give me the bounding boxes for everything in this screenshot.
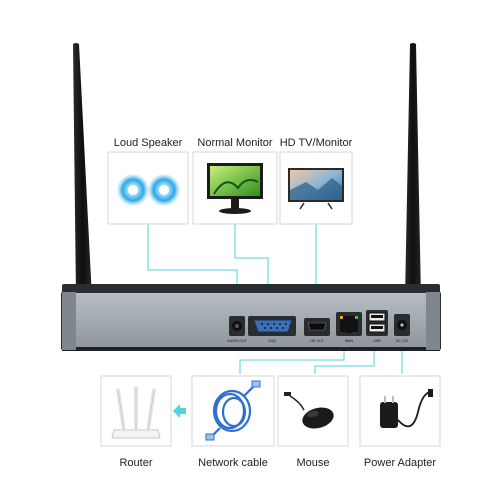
- network-cable-icon: [205, 380, 261, 441]
- label-router: Router: [119, 457, 153, 469]
- hdmi-port: [304, 318, 330, 336]
- arrow-left-icon: [173, 404, 186, 418]
- router-icon: [111, 386, 161, 439]
- port-captions: AUDIO OUT VGA HD OUT WAN USB DC 12V: [227, 339, 409, 343]
- normal-monitor-icon: [207, 163, 263, 214]
- port-caption-lan: WAN: [345, 339, 354, 343]
- mouse-icon: [284, 392, 334, 429]
- port-caption-power: DC 12V: [396, 339, 409, 343]
- device-box-normal-monitor: [192, 151, 278, 225]
- label-network-cable: Network cable: [198, 457, 268, 469]
- device-box-network-cable: [191, 375, 275, 447]
- right-antenna: [399, 43, 427, 320]
- label-power-adapter: Power Adapter: [363, 457, 437, 469]
- label-normal-monitor: Normal Monitor: [197, 137, 273, 149]
- label-mouse: Mouse: [296, 457, 330, 469]
- port-caption-usb: USB: [373, 339, 381, 343]
- power-adapter-icon: [380, 389, 433, 428]
- vga-port: [248, 316, 296, 336]
- mouse-line: [314, 346, 375, 374]
- port-caption-audio: AUDIO OUT: [227, 339, 247, 343]
- device-box-hd-tv: [279, 151, 353, 225]
- usb-ports: [366, 310, 388, 336]
- audio-out-port: [229, 316, 245, 336]
- dc-power-port: [394, 314, 410, 336]
- network-line: [239, 346, 345, 374]
- port-caption-vga: VGA: [268, 339, 276, 343]
- device-box-mouse: [277, 375, 349, 447]
- label-loud-speaker: Loud Speaker: [113, 137, 183, 149]
- device-box-speaker: [107, 151, 189, 225]
- lan-port: [336, 312, 362, 336]
- port-caption-hdmi: HD OUT: [310, 339, 324, 343]
- device-box-router: [100, 375, 172, 447]
- hd-tv-icon: [288, 168, 344, 210]
- label-hd-tv-monitor: HD TV/Monitor: [279, 137, 353, 149]
- left-antenna: [70, 43, 98, 320]
- nvr-ports: [229, 310, 410, 336]
- loud-speaker-icon: [117, 174, 180, 206]
- device-box-power-adapter: [359, 375, 441, 447]
